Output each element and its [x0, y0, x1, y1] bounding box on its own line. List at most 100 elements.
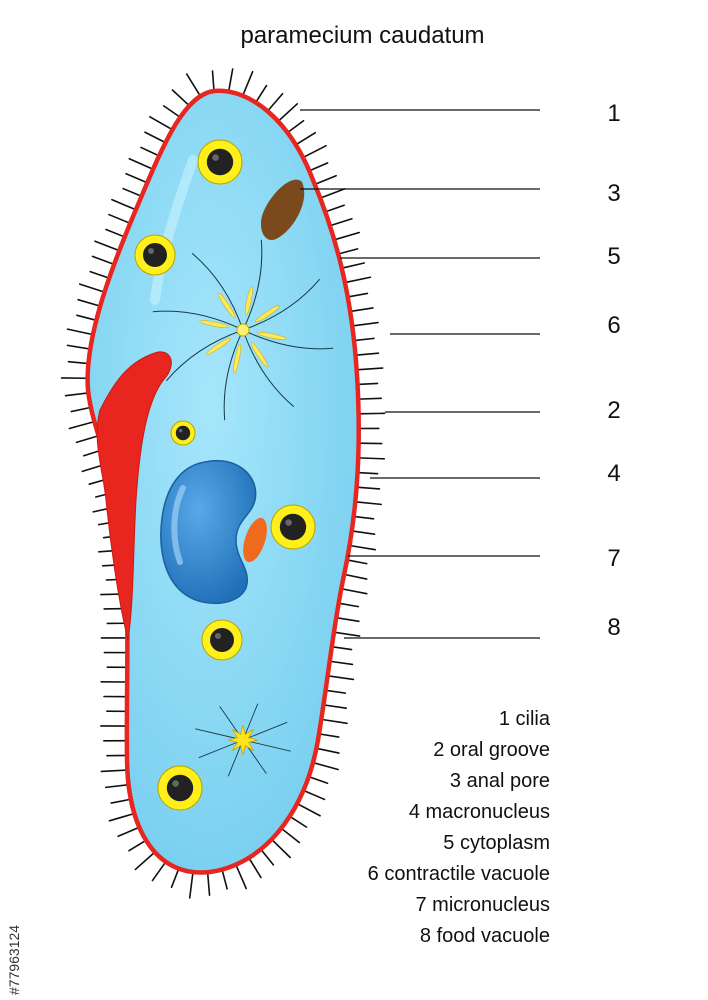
label-number: 4: [607, 460, 621, 487]
cilium: [221, 868, 228, 890]
cilium: [117, 826, 141, 838]
cilium: [68, 420, 96, 430]
food-vacuole: [270, 504, 316, 550]
cilium: [355, 486, 381, 490]
cilium: [344, 276, 372, 284]
cilium: [211, 70, 215, 92]
cilium: [315, 747, 340, 754]
cilium: [328, 660, 354, 666]
label-number: 5: [607, 243, 621, 270]
cilium: [288, 815, 308, 828]
cilia-group: [60, 68, 386, 899]
cilium: [319, 188, 346, 199]
cilium: [241, 70, 254, 97]
anal-pore: [260, 179, 305, 240]
cilium: [333, 631, 361, 637]
cilium: [340, 587, 368, 595]
cilium: [330, 645, 353, 651]
cilium: [266, 92, 284, 112]
cilium: [307, 775, 329, 785]
label-number: 3: [607, 180, 621, 207]
cilium: [185, 73, 202, 97]
cilium: [357, 457, 386, 460]
cilium: [111, 198, 137, 211]
legend-item: 4 macronucleus: [408, 801, 550, 823]
cilium: [77, 298, 101, 307]
cilium: [353, 337, 375, 342]
cilium: [343, 573, 368, 580]
cilium: [337, 602, 360, 608]
label-number: 7: [607, 545, 621, 572]
oral-groove: [96, 351, 172, 641]
cilium: [162, 105, 181, 119]
food-vacuoles: [134, 139, 316, 811]
cilium: [235, 863, 248, 890]
body-highlight: [150, 155, 198, 305]
cilium: [350, 530, 376, 536]
cilium: [357, 397, 382, 400]
macronucleus: [160, 459, 257, 605]
cilium: [351, 321, 379, 327]
cilium: [254, 84, 268, 104]
cilium: [128, 157, 154, 171]
cilium: [324, 204, 345, 213]
food-vacuole: [197, 139, 243, 185]
legend-item: 5 cytoplasm: [443, 832, 550, 854]
cilium: [104, 783, 130, 789]
cilium: [75, 434, 100, 444]
cilium: [66, 344, 92, 350]
food-vacuole: [134, 234, 176, 276]
cilium: [67, 360, 90, 365]
cilium: [354, 501, 382, 506]
cilium: [349, 307, 374, 313]
cilium: [122, 187, 143, 198]
cilium: [326, 674, 355, 681]
cilium: [354, 352, 380, 356]
cilium: [337, 248, 359, 255]
cilium: [149, 115, 174, 131]
label-number: 2: [607, 397, 621, 424]
cilium: [277, 103, 299, 123]
cilium: [78, 283, 106, 293]
cilium: [286, 119, 305, 134]
cilium: [64, 392, 90, 397]
cilium: [335, 616, 360, 623]
cilium: [144, 131, 167, 144]
cilium: [346, 292, 369, 298]
cilium: [91, 255, 115, 266]
legend: 1 cilia 2 oral groove 3 anal pore 4 macr…: [368, 704, 550, 952]
cilium: [314, 174, 337, 186]
cilium: [188, 871, 194, 899]
label-number: 1: [607, 100, 621, 127]
cilium: [329, 217, 353, 227]
cilium: [356, 382, 379, 386]
cilium: [302, 789, 326, 801]
legend-item: 8 food vacuole: [419, 925, 550, 947]
cilium: [356, 471, 379, 475]
cilium: [206, 871, 211, 896]
cilium: [170, 867, 180, 889]
cilium: [318, 733, 340, 738]
cilium: [302, 144, 327, 159]
cilium: [94, 240, 121, 252]
cilium: [105, 228, 126, 238]
cilium: [348, 544, 377, 551]
diagram-title: paramecium caudatum: [240, 22, 485, 49]
cilium: [324, 689, 347, 694]
cilium: [355, 367, 384, 371]
food-vacuole: [201, 619, 243, 661]
cilium: [140, 146, 160, 157]
food-vacuole: [157, 765, 203, 811]
contractile-vacuole: [195, 703, 291, 777]
cilium: [340, 262, 365, 270]
stock-id: #77963124: [6, 924, 22, 995]
legend-item: 7 micronucleus: [415, 894, 550, 916]
cilium: [322, 704, 348, 710]
cilium: [110, 798, 132, 804]
cilium: [248, 857, 262, 879]
cilium: [66, 328, 94, 336]
cilium: [346, 559, 368, 565]
cilium: [280, 827, 301, 844]
cilium: [128, 839, 147, 852]
